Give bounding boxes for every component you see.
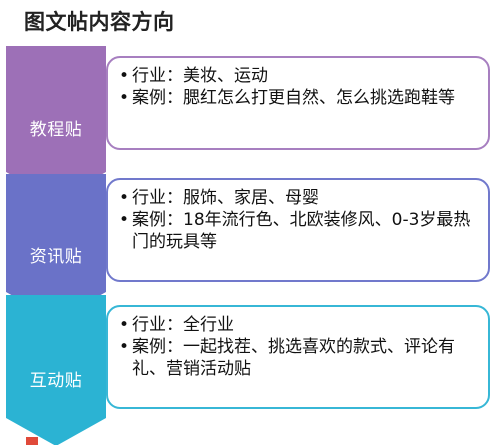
row-label-hudong: 互动贴 bbox=[29, 371, 83, 391]
content-box-zixun: 行业：服饰、家居、母婴 案例：18年流行色、北欧装修风、0-3岁最热门的玩具等 bbox=[106, 178, 490, 282]
corner-mark bbox=[26, 437, 38, 445]
chevron-jiaocheng bbox=[6, 46, 106, 200]
content-box-hudong: 行业：全行业 案例：一起找茬、挑选喜欢的款式、评论有礼、营销活动贴 bbox=[106, 305, 490, 409]
chevron-hudong bbox=[6, 295, 106, 445]
row-label-zixun: 资讯贴 bbox=[29, 247, 83, 267]
content-box-jiaocheng: 行业：美妆、运动 案例：腮红怎么打更自然、怎么挑选跑鞋等 bbox=[106, 56, 490, 150]
bullet-example: 案例：18年流行色、北欧装修风、0-3岁最热门的玩具等 bbox=[118, 209, 480, 253]
bullet-industry: 行业：服饰、家居、母婴 bbox=[118, 187, 480, 209]
bullet-example: 案例：一起找茬、挑选喜欢的款式、评论有礼、营销活动贴 bbox=[118, 336, 480, 380]
row-label-jiaocheng: 教程贴 bbox=[29, 120, 83, 140]
bullet-industry: 行业：美妆、运动 bbox=[118, 65, 480, 87]
bullet-example: 案例：腮红怎么打更自然、怎么挑选跑鞋等 bbox=[118, 87, 480, 109]
page-title: 图文帖内容方向 bbox=[24, 10, 175, 34]
chevron-zixun bbox=[6, 174, 106, 320]
bullet-industry: 行业：全行业 bbox=[118, 314, 480, 336]
